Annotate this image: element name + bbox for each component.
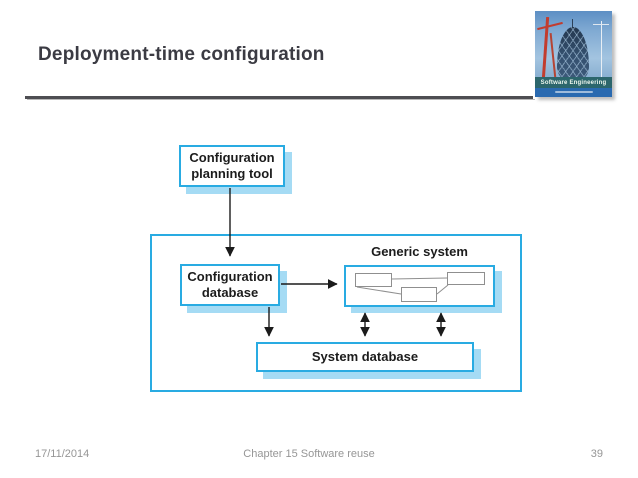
gherkin-building-image (557, 27, 589, 81)
page-title: Deployment-time configuration (38, 44, 325, 65)
logo-author-line (554, 91, 593, 93)
crane-jib-icon (537, 21, 563, 31)
logo-title-band: Software Engineering (535, 77, 612, 88)
box-configuration-database: Configuration database (180, 264, 280, 306)
component-box (447, 272, 485, 285)
building-tip (572, 19, 573, 29)
component-box (355, 273, 392, 287)
deployment-boundary-box (150, 234, 522, 392)
footer-date: 17/11/2014 (35, 448, 90, 460)
logo-title: Software Engineering (540, 79, 607, 86)
component-box (401, 287, 437, 302)
title-divider (25, 96, 535, 100)
crane-icon (549, 33, 557, 79)
box-system-database: System database (256, 342, 474, 372)
box-configuration-planning-tool: Configuration planning tool (179, 145, 285, 187)
crane-jib-icon (593, 24, 609, 25)
footer-chapter: Chapter 15 Software reuse (243, 448, 375, 460)
generic-system-label: Generic system (371, 244, 468, 259)
footer-page-number: 39 (590, 448, 603, 460)
book-cover-logo: Software Engineering (535, 11, 612, 97)
crane-icon (601, 21, 602, 79)
